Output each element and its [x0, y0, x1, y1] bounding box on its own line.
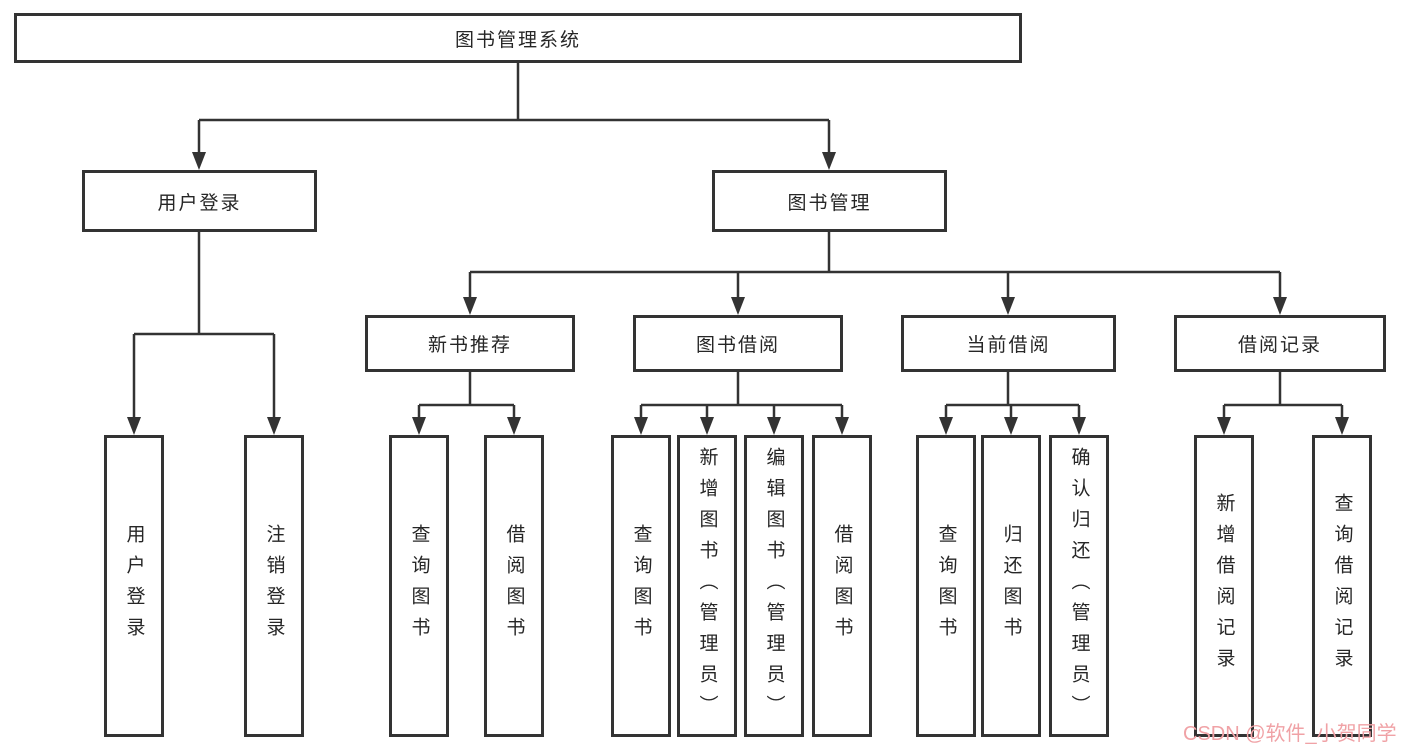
leaf-borrow-query-books-label: 查询图书 [630, 524, 652, 648]
node-current-borrow: 当前借阅 [901, 315, 1116, 372]
node-book-management-label: 图书管理 [787, 192, 872, 214]
leaf-confirm-return-admin-label: 确认归还（管理员） [1068, 446, 1090, 726]
node-user-login-label: 用户登录 [157, 192, 242, 214]
node-user-login: 用户登录 [82, 170, 317, 232]
leaf-newbooks-query-books: 查询图书 [389, 435, 449, 737]
leaf-borrow-borrow-books: 借阅图书 [812, 435, 872, 737]
arrowheads [127, 152, 1349, 435]
leaf-borrow-borrow-books-label: 借阅图书 [831, 524, 853, 648]
leaf-borrow-query-books: 查询图书 [611, 435, 671, 737]
leaf-current-query-books-label: 查询图书 [935, 524, 957, 648]
leaf-query-borrow-record: 查询借阅记录 [1312, 435, 1372, 737]
leaf-user-login: 用户登录 [104, 435, 164, 737]
leaf-query-borrow-record-label: 查询借阅记录 [1331, 493, 1353, 679]
node-book-management: 图书管理 [712, 170, 947, 232]
node-borrow-records-label: 借阅记录 [1237, 335, 1322, 356]
node-book-borrow: 图书借阅 [633, 315, 843, 372]
leaf-current-query-books: 查询图书 [916, 435, 976, 737]
leaf-confirm-return-admin: 确认归还（管理员） [1049, 435, 1109, 737]
node-borrow-records: 借阅记录 [1174, 315, 1386, 372]
leaf-add-borrow-record-label: 新增借阅记录 [1213, 493, 1235, 679]
node-book-borrow-label: 图书借阅 [695, 335, 780, 356]
leaf-newbooks-query-books-label: 查询图书 [408, 524, 430, 648]
node-new-book-recommend-label: 新书推荐 [427, 335, 512, 356]
leaf-edit-books-admin: 编辑图书（管理员） [744, 435, 804, 737]
leaf-user-login-label: 用户登录 [123, 524, 145, 648]
leaf-add-books-admin: 新增图书（管理员） [677, 435, 737, 737]
leaf-logout-label: 注销登录 [263, 524, 285, 648]
leaf-logout: 注销登录 [244, 435, 304, 737]
leaf-return-books: 归还图书 [981, 435, 1041, 737]
leaf-return-books-label: 归还图书 [1000, 524, 1022, 648]
leaf-newbooks-borrow-books: 借阅图书 [484, 435, 544, 737]
leaf-add-borrow-record: 新增借阅记录 [1194, 435, 1254, 737]
node-root-label: 图书管理系统 [454, 29, 581, 51]
leaf-add-books-admin-label: 新增图书（管理员） [696, 446, 718, 726]
leaf-newbooks-borrow-books-label: 借阅图书 [503, 524, 525, 648]
leaf-edit-books-admin-label: 编辑图书（管理员） [763, 446, 785, 726]
csdn-watermark: CSDN @软件_小贺同学 [1183, 723, 1397, 745]
node-root: 图书管理系统 [14, 13, 1022, 63]
node-new-book-recommend: 新书推荐 [365, 315, 575, 372]
node-current-borrow-label: 当前借阅 [966, 335, 1051, 356]
